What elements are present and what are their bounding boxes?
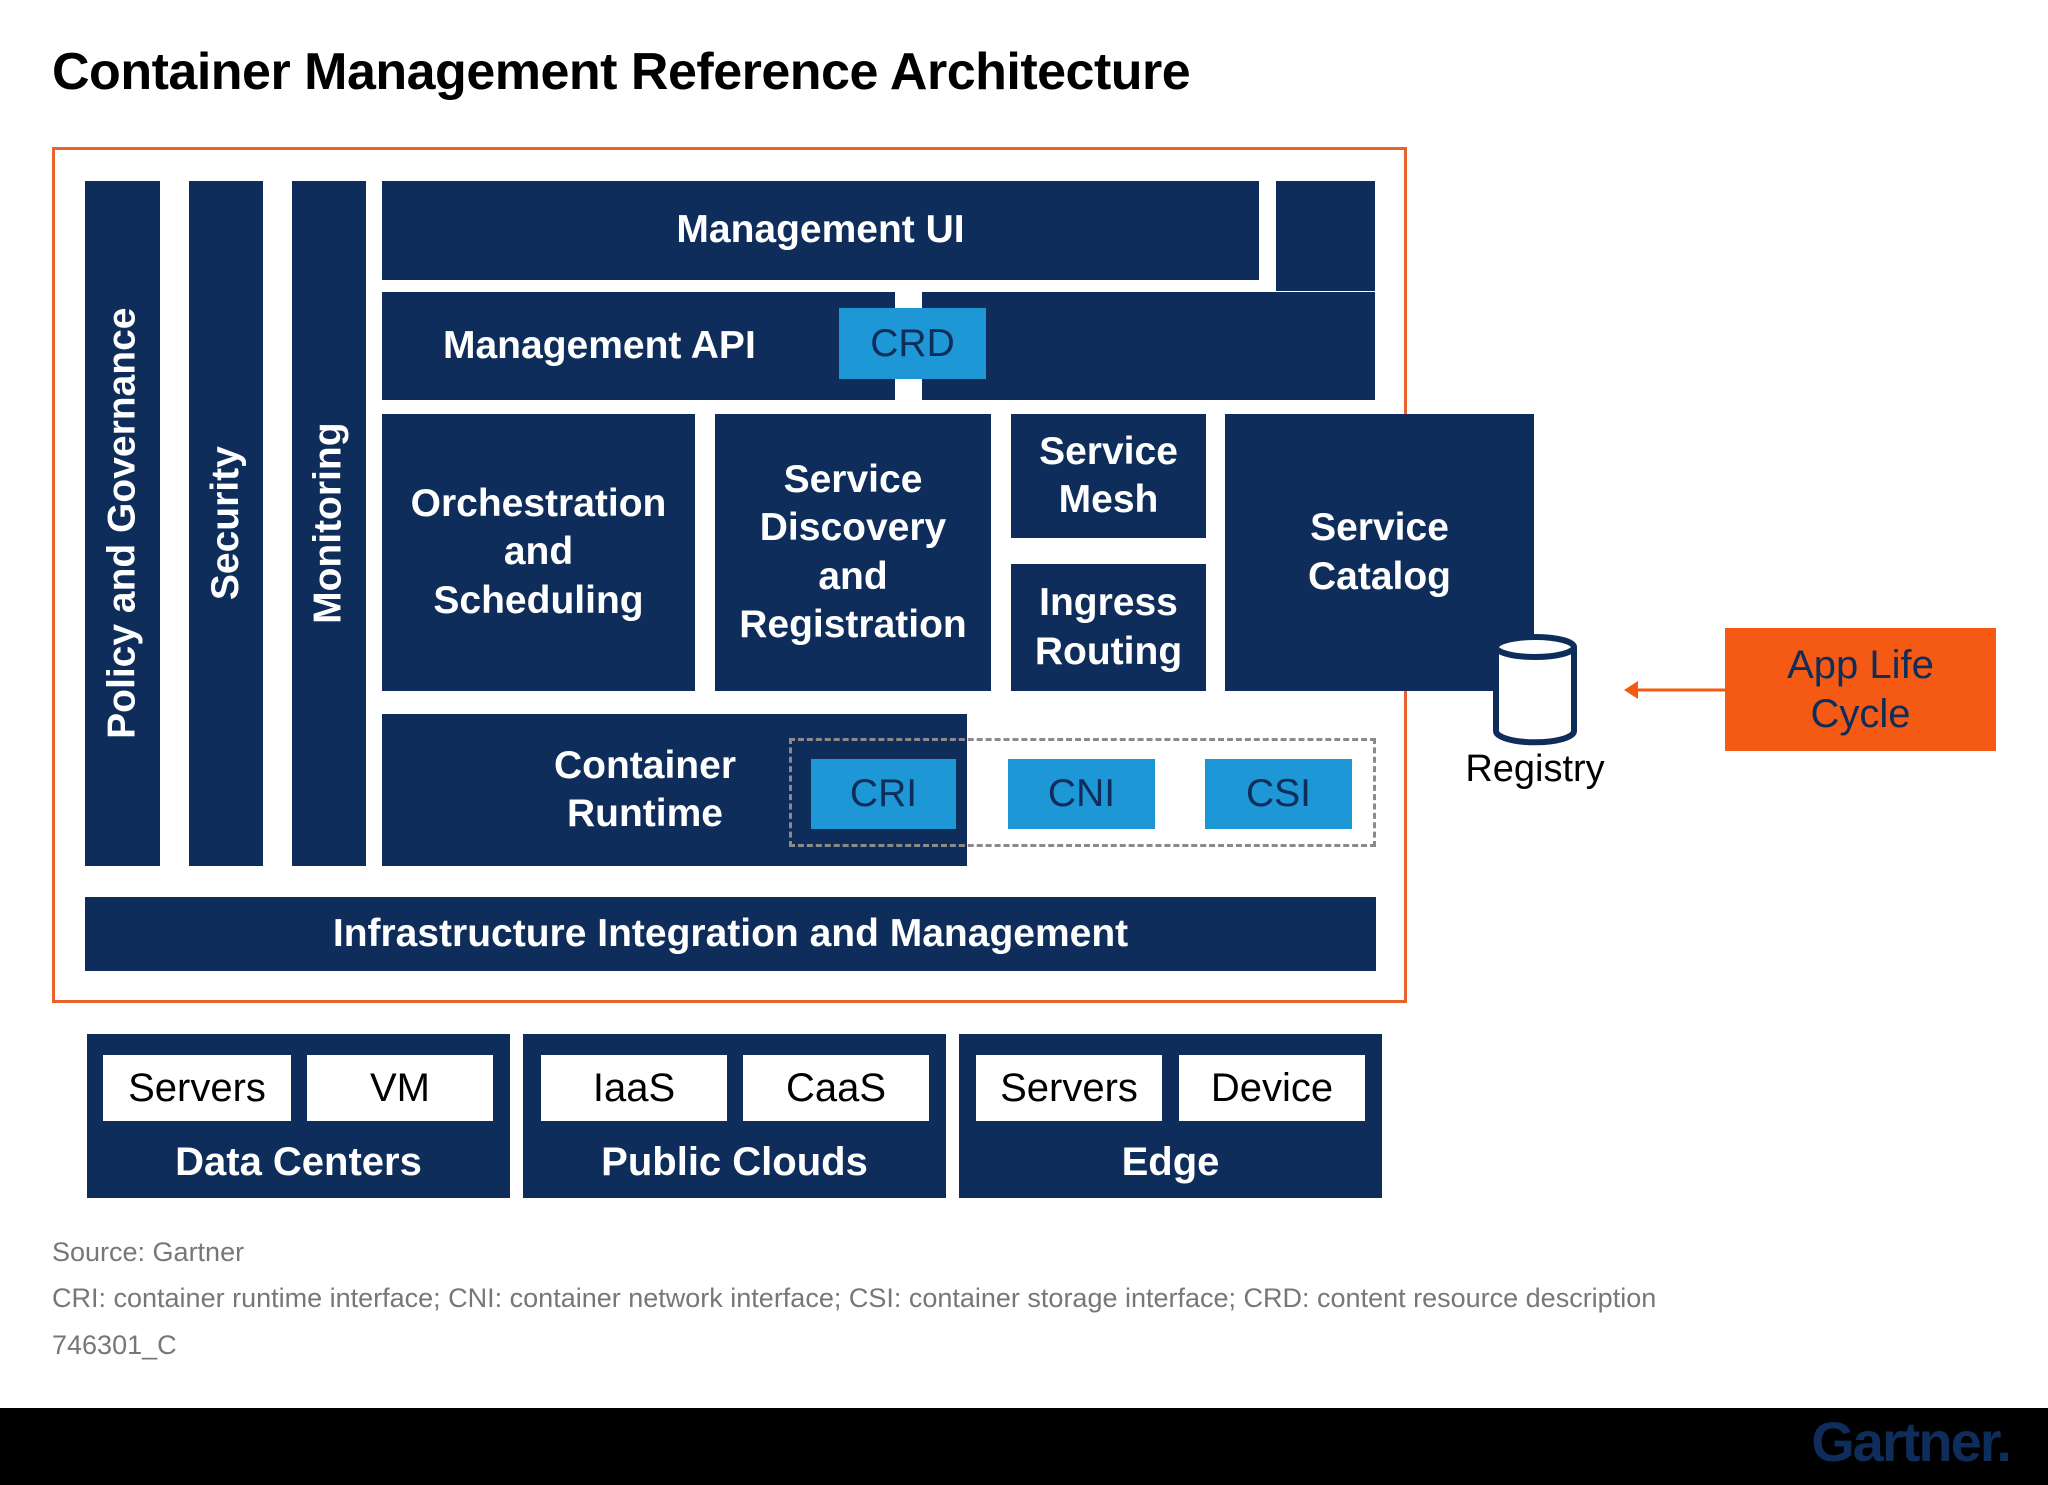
security-label: Security	[203, 446, 247, 601]
service-catalog-block: Service Catalog	[1225, 414, 1534, 691]
orchestration-label: Orchestration and Scheduling	[410, 481, 667, 622]
management-ui-label: Management UI	[676, 208, 965, 252]
management-api-right-block	[922, 292, 1375, 400]
footer-bar	[0, 1408, 2048, 1485]
edge-label: Edge	[1121, 1139, 1220, 1184]
page-title: Container Management Reference Architect…	[52, 43, 1191, 101]
infrastructure-integration-label: Infrastructure Integration and Managemen…	[332, 911, 1129, 955]
service-mesh-label: Service Mesh	[1039, 429, 1178, 521]
policy-governance-label: Policy and Governance	[100, 307, 144, 740]
figure-id: 746301_C	[52, 1330, 177, 1360]
orchestration-block: Orchestration and Scheduling	[382, 414, 695, 691]
management-api-label: Management API	[443, 323, 756, 367]
infra-item: Servers	[976, 1055, 1162, 1121]
service-discovery-block: Service Discovery and Registration	[715, 414, 991, 691]
source-note: Source: Gartner	[52, 1237, 245, 1267]
infra-item: Servers	[103, 1055, 291, 1121]
ingress-routing-block: Ingress Routing	[1011, 564, 1206, 691]
csi-chip: CSI	[1205, 759, 1352, 829]
app-life-cycle-box: App Life Cycle	[1725, 628, 1996, 751]
infra-item: CaaS	[743, 1055, 929, 1121]
infra-item: Device	[1179, 1055, 1365, 1121]
ingress-routing-label: Ingress Routing	[1034, 581, 1183, 673]
monitoring-pillar: Monitoring	[292, 181, 366, 866]
infra-item: VM	[307, 1055, 493, 1121]
management-ui-block: Management UI	[382, 181, 1259, 280]
service-discovery-label: Service Discovery and Registration	[739, 457, 967, 646]
security-pillar: Security	[189, 181, 263, 866]
container-runtime-label: Container Runtime	[553, 743, 736, 835]
cri-chip: CRI	[811, 759, 956, 829]
infra-item: IaaS	[541, 1055, 727, 1121]
data-centers-label: Data Centers	[175, 1139, 422, 1184]
registry-label: Registry	[1465, 748, 1605, 790]
abbreviation-legend: CRI: container runtime interface; CNI: c…	[52, 1283, 1657, 1313]
runtime-interfaces-dashed-box	[789, 738, 1376, 847]
management-corner-block	[1276, 181, 1375, 291]
infrastructure-integration-bar: Infrastructure Integration and Managemen…	[85, 897, 1376, 971]
service-mesh-block: Service Mesh	[1011, 414, 1206, 538]
app-life-cycle-label: App Life Cycle	[1787, 642, 1934, 736]
gartner-logo: Gartner.	[1811, 1410, 2012, 1473]
management-api-block: Management API	[382, 292, 895, 400]
cni-chip: CNI	[1008, 759, 1155, 829]
policy-governance-pillar: Policy and Governance	[85, 181, 160, 866]
service-catalog-label: Service Catalog	[1307, 506, 1451, 598]
database-cylinder-icon	[1493, 634, 1577, 746]
monitoring-label: Monitoring	[306, 422, 350, 625]
public-clouds-label: Public Clouds	[601, 1139, 868, 1184]
arrow-left-icon	[1624, 681, 1727, 699]
crd-chip: CRD	[839, 308, 986, 379]
